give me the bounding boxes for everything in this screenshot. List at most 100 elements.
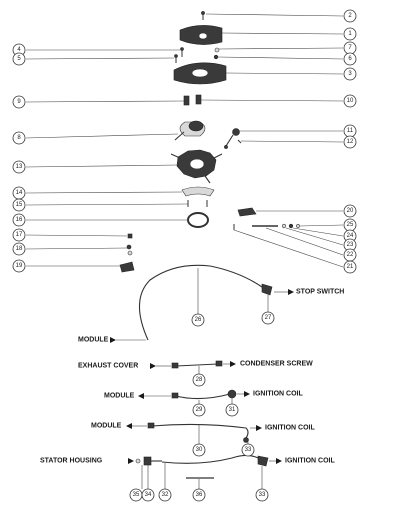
svg-text:33: 33 — [245, 447, 252, 453]
callout-9: 9 — [12, 95, 26, 109]
svg-text:10: 10 — [347, 98, 354, 104]
part-1-plate — [179, 25, 223, 45]
label-module-3: MODULE — [91, 423, 122, 430]
callout-2: 2 — [343, 9, 357, 23]
callout-8: 8 — [12, 131, 26, 145]
svg-text:6: 6 — [348, 56, 352, 62]
callout-11: 11 — [343, 124, 357, 138]
callout-5: 5 — [12, 52, 26, 66]
callout-36: 36 — [192, 488, 206, 502]
svg-text:21: 21 — [347, 264, 354, 270]
svg-text:9: 9 — [17, 99, 21, 105]
part-17-19-clamp — [119, 233, 135, 273]
callout-21: 21 — [343, 260, 357, 274]
label-module-1: MODULE — [78, 337, 109, 344]
part-13-stator — [170, 149, 223, 184]
svg-text:35: 35 — [133, 492, 140, 498]
callout-29: 29 — [192, 403, 206, 417]
callouts: 2 1 4 5 7 6 3 9 10 8 11 12 13 14 15 16 1… — [12, 9, 357, 502]
callout-16: 16 — [12, 213, 26, 227]
callout-3: 3 — [343, 67, 357, 81]
callout-24: 24 — [343, 229, 357, 243]
part-26-stop-switch-wire — [138, 264, 273, 341]
connection-labels: STOP SWITCH MODULE EXHAUST COVER CONDENS… — [40, 289, 344, 465]
svg-text:36: 36 — [196, 492, 203, 498]
callout-14: 14 — [12, 186, 26, 200]
callout-35: 35 — [129, 488, 143, 502]
part-11-12-condenser — [224, 128, 242, 149]
part-15-screws — [187, 200, 208, 207]
svg-text:1: 1 — [348, 31, 352, 37]
svg-text:23: 23 — [347, 242, 354, 248]
svg-text:34: 34 — [145, 492, 152, 498]
label-ignition-coil-2: IGNITION COIL — [265, 425, 316, 432]
label-stator-housing: STATOR HOUSING — [40, 458, 103, 465]
part-3-plate — [173, 62, 227, 85]
callout-33-upper: 33 — [241, 443, 255, 457]
callout-27: 27 — [261, 311, 275, 325]
svg-text:16: 16 — [16, 217, 23, 223]
svg-text:14: 14 — [16, 190, 23, 196]
part-9-10-pieces — [183, 94, 202, 106]
part-20-25-linkage — [233, 207, 300, 230]
callout-22: 22 — [343, 248, 357, 262]
label-condenser-screw: CONDENSER SCREW — [240, 361, 313, 368]
svg-text:2: 2 — [348, 13, 352, 19]
svg-text:28: 28 — [196, 377, 203, 383]
svg-text:19: 19 — [16, 263, 23, 269]
callout-33: 33 — [255, 488, 269, 502]
part-14-plate — [181, 186, 215, 197]
svg-text:27: 27 — [265, 315, 272, 321]
label-ignition-coil-1: IGNITION COIL — [253, 391, 304, 398]
callout-32: 32 — [158, 488, 172, 502]
label-ignition-coil-3: IGNITION COIL — [285, 458, 336, 465]
svg-text:33: 33 — [259, 492, 266, 498]
svg-text:32: 32 — [162, 492, 169, 498]
svg-text:18: 18 — [16, 246, 23, 252]
svg-text:5: 5 — [17, 56, 21, 62]
svg-text:22: 22 — [347, 252, 354, 258]
callout-20: 20 — [343, 204, 357, 218]
callout-31: 31 — [225, 403, 239, 417]
label-module-2: MODULE — [104, 393, 135, 400]
callout-34: 34 — [141, 488, 155, 502]
callout-30: 30 — [192, 443, 206, 457]
part-28-lead — [171, 360, 223, 369]
part-6-7-washers — [213, 47, 220, 60]
callout-15: 15 — [12, 198, 26, 212]
svg-text:17: 17 — [16, 232, 23, 238]
svg-text:30: 30 — [196, 447, 203, 453]
callout-19: 19 — [12, 259, 26, 273]
svg-text:29: 29 — [196, 407, 203, 413]
callout-10: 10 — [343, 94, 357, 108]
callout-17: 17 — [12, 228, 26, 242]
part-29-lead — [171, 389, 237, 400]
svg-text:7: 7 — [348, 45, 352, 51]
svg-text:3: 3 — [348, 71, 352, 77]
parts-drawings — [119, 11, 300, 479]
svg-text:20: 20 — [347, 208, 354, 214]
callout-26: 26 — [191, 313, 205, 327]
label-exhaust-cover: EXHAUST COVER — [78, 363, 138, 370]
callout-12: 12 — [343, 135, 357, 149]
leader-lines — [25, 13, 344, 489]
svg-text:13: 13 — [16, 164, 23, 170]
part-4-5-screws — [174, 47, 184, 63]
svg-text:26: 26 — [195, 317, 202, 323]
callout-1: 1 — [343, 27, 357, 41]
svg-text:12: 12 — [347, 139, 354, 145]
part-30-lead — [147, 422, 249, 443]
part-16-ring — [187, 212, 209, 228]
callout-7: 7 — [343, 41, 357, 55]
callout-18: 18 — [12, 242, 26, 256]
svg-text:25: 25 — [347, 222, 354, 228]
svg-text:31: 31 — [229, 407, 236, 413]
callout-6: 6 — [343, 52, 357, 66]
svg-text:4: 4 — [17, 47, 21, 53]
callout-25: 25 — [343, 218, 357, 232]
part-2-screw — [201, 11, 205, 20]
callout-28: 28 — [192, 373, 206, 387]
label-stop-switch: STOP SWITCH — [296, 289, 344, 296]
svg-text:15: 15 — [16, 202, 23, 208]
